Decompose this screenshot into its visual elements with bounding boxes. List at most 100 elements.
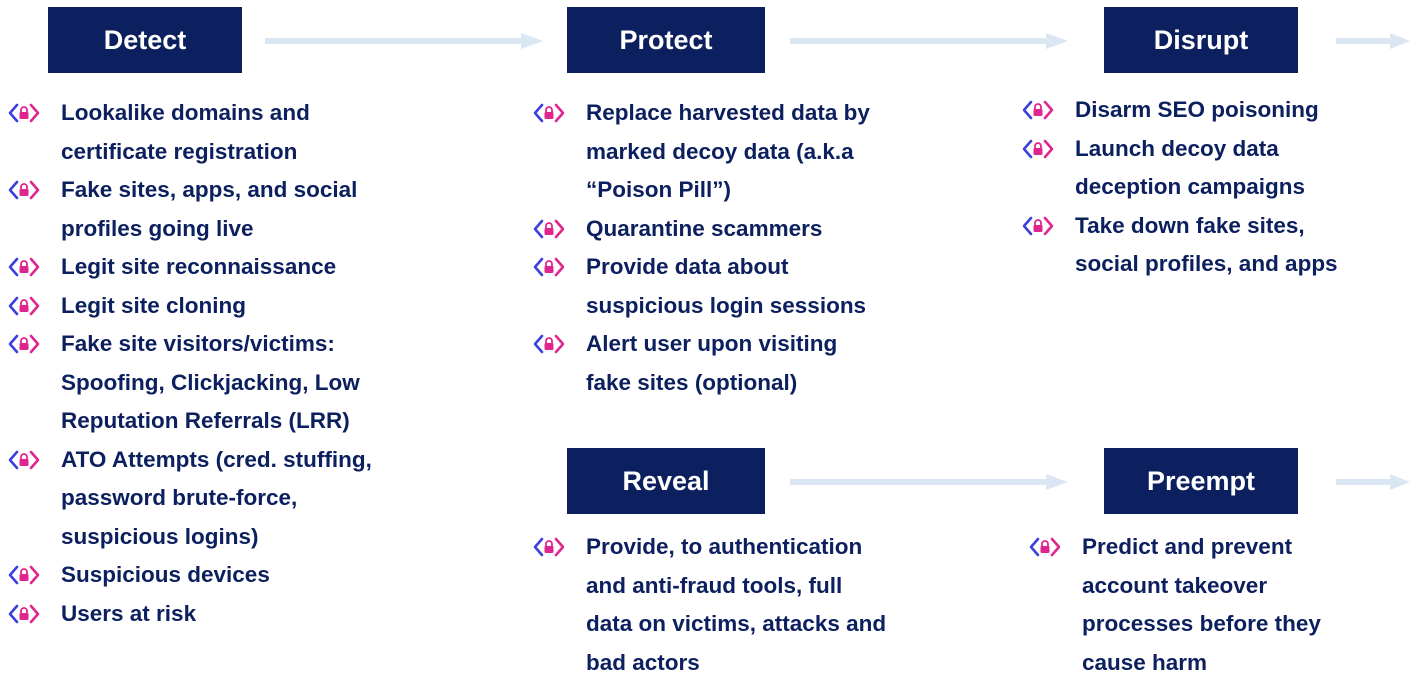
list-item: Reputation Referrals (LRR)	[8, 402, 372, 441]
lock-chevrons-icon	[533, 333, 565, 355]
stage-preempt-box: Preempt	[1104, 448, 1298, 514]
list-item-text: suspicious login sessions	[586, 293, 866, 318]
lock-chevrons-icon	[533, 536, 565, 558]
flow-arrow-reveal-to-preempt	[790, 474, 1068, 490]
lock-chevrons-icon	[1029, 536, 1061, 558]
list-item-text: Replace harvested data by	[586, 100, 870, 125]
list-item-text: deception campaigns	[1075, 174, 1305, 199]
list-item-text: Legit site cloning	[61, 293, 246, 318]
stage-detect-box: Detect	[48, 7, 242, 73]
list-item: password brute-force,	[8, 479, 372, 518]
list-item: account takeover	[1029, 567, 1321, 606]
list-item-text: Provide, to authentication	[586, 534, 862, 559]
list-item: marked decoy data (a.k.a	[533, 133, 870, 172]
stage-protect-label: Protect	[619, 25, 712, 56]
list-item-text: Fake sites, apps, and social	[61, 177, 357, 202]
list-item-text: “Poison Pill”)	[586, 177, 731, 202]
list-item: Legit site cloning	[8, 287, 372, 326]
list-item: Launch decoy data	[1022, 130, 1338, 169]
list-item: profiles going live	[8, 210, 372, 249]
list-item: Quarantine scammers	[533, 210, 870, 249]
list-item: Fake sites, apps, and social	[8, 171, 372, 210]
list-item: cause harm	[1029, 644, 1321, 682]
detect-item-list: Lookalike domains and certificate registr…	[8, 94, 372, 633]
list-item: suspicious login sessions	[533, 287, 870, 326]
protect-item-list: Replace harvested data by marked decoy da…	[533, 94, 870, 402]
list-item: Users at risk	[8, 595, 372, 634]
list-item-text: Spoofing, Clickjacking, Low	[61, 370, 360, 395]
list-item: Provide data about	[533, 248, 870, 287]
lock-chevrons-icon	[1022, 215, 1054, 237]
list-item-text: Alert user upon visiting	[586, 331, 837, 356]
lock-chevrons-icon	[8, 102, 40, 124]
list-item: social profiles, and apps	[1022, 245, 1338, 284]
list-item: ATO Attempts (cred. stuffing,	[8, 441, 372, 480]
lock-chevrons-icon	[533, 218, 565, 240]
list-item: deception campaigns	[1022, 168, 1338, 207]
list-item-text: Suspicious devices	[61, 562, 270, 587]
list-item-text: Fake site visitors/victims:	[61, 331, 335, 356]
list-item-text: processes before they	[1082, 611, 1321, 636]
list-item: Suspicious devices	[8, 556, 372, 595]
lock-chevrons-icon	[8, 179, 40, 201]
list-item-text: and anti-fraud tools, full	[586, 573, 842, 598]
lock-chevrons-icon	[8, 603, 40, 625]
list-item: and anti-fraud tools, full	[533, 567, 886, 606]
list-item: suspicious logins)	[8, 518, 372, 557]
list-item-text: Reputation Referrals (LRR)	[61, 408, 350, 433]
stage-protect-box: Protect	[567, 7, 765, 73]
list-item: “Poison Pill”)	[533, 171, 870, 210]
list-item-text: Disarm SEO poisoning	[1075, 97, 1319, 122]
lock-chevrons-icon	[8, 295, 40, 317]
lock-chevrons-icon	[8, 564, 40, 586]
list-item: Replace harvested data by	[533, 94, 870, 133]
list-item-text: social profiles, and apps	[1075, 251, 1338, 276]
stage-preempt-label: Preempt	[1147, 466, 1255, 497]
lock-chevrons-icon	[8, 449, 40, 471]
lock-chevrons-icon	[533, 256, 565, 278]
list-item-text: Provide data about	[586, 254, 789, 279]
list-item-text: Users at risk	[61, 601, 196, 626]
list-item-text: Quarantine scammers	[586, 216, 822, 241]
flow-arrow-protect-to-disrupt	[790, 33, 1068, 49]
list-item: fake sites (optional)	[533, 364, 870, 403]
stage-reveal-box: Reveal	[567, 448, 765, 514]
lock-chevrons-icon	[533, 102, 565, 124]
list-item-text: account takeover	[1082, 573, 1267, 598]
lock-chevrons-icon	[1022, 138, 1054, 160]
list-item: Fake site visitors/victims:	[8, 325, 372, 364]
list-item: certificate registration	[8, 133, 372, 172]
list-item-text: Launch decoy data	[1075, 136, 1279, 161]
list-item-text: password brute-force,	[61, 485, 297, 510]
list-item-text: Predict and prevent	[1082, 534, 1292, 559]
lock-chevrons-icon	[1022, 99, 1054, 121]
stage-disrupt-box: Disrupt	[1104, 7, 1298, 73]
flow-arrow-disrupt-out	[1336, 33, 1410, 49]
flow-arrow-preempt-out	[1336, 474, 1410, 490]
list-item: Predict and prevent	[1029, 528, 1321, 567]
list-item-text: fake sites (optional)	[586, 370, 797, 395]
list-item: bad actors	[533, 644, 886, 682]
list-item: Lookalike domains and	[8, 94, 372, 133]
list-item: Disarm SEO poisoning	[1022, 91, 1338, 130]
list-item-text: certificate registration	[61, 139, 297, 164]
list-item: Take down fake sites,	[1022, 207, 1338, 246]
list-item-text: Lookalike domains and	[61, 100, 310, 125]
list-item: Legit site reconnaissance	[8, 248, 372, 287]
preempt-item-list: Predict and prevent account takeover proce…	[1029, 528, 1321, 682]
list-item: Provide, to authentication	[533, 528, 886, 567]
stage-reveal-label: Reveal	[622, 466, 709, 497]
stage-detect-label: Detect	[104, 25, 187, 56]
list-item-text: suspicious logins)	[61, 524, 259, 549]
list-item-text: ATO Attempts (cred. stuffing,	[61, 447, 372, 472]
list-item: data on victims, attacks and	[533, 605, 886, 644]
list-item-text: data on victims, attacks and	[586, 611, 886, 636]
list-item: processes before they	[1029, 605, 1321, 644]
list-item-text: profiles going live	[61, 216, 254, 241]
lock-chevrons-icon	[8, 333, 40, 355]
list-item-text: marked decoy data (a.k.a	[586, 139, 854, 164]
stage-disrupt-label: Disrupt	[1154, 25, 1249, 56]
list-item-text: cause harm	[1082, 650, 1207, 675]
list-item: Alert user upon visiting	[533, 325, 870, 364]
